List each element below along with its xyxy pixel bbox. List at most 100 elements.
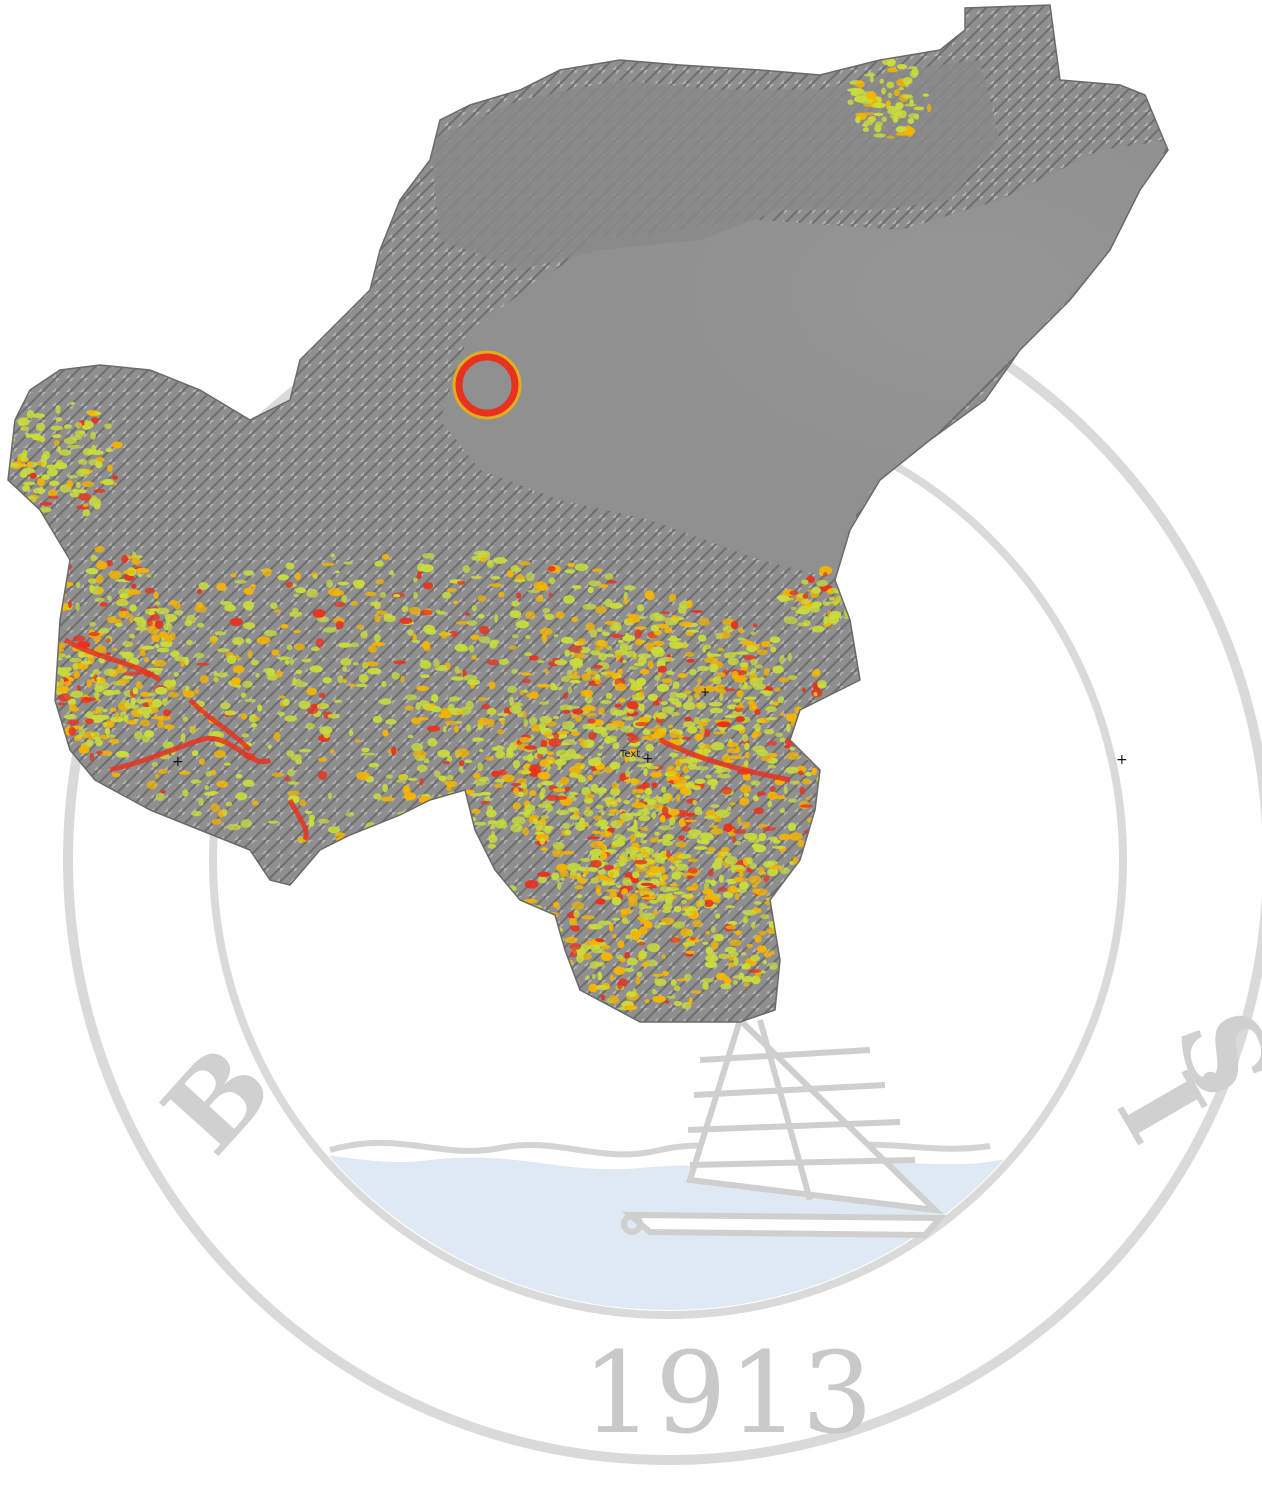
susceptibility-patch bbox=[520, 770, 532, 775]
susceptibility-patch bbox=[368, 762, 380, 768]
susceptibility-patch bbox=[263, 629, 278, 637]
susceptibility-patch bbox=[67, 719, 80, 726]
susceptibility-patch bbox=[471, 808, 481, 814]
susceptibility-patch bbox=[601, 880, 608, 886]
susceptibility-patch bbox=[555, 758, 564, 763]
susceptibility-patch bbox=[266, 673, 278, 681]
susceptibility-patch bbox=[537, 871, 551, 877]
susceptibility-patch bbox=[740, 952, 747, 956]
susceptibility-patch bbox=[711, 940, 719, 950]
susceptibility-patch bbox=[111, 475, 119, 480]
susceptibility-patch bbox=[514, 958, 526, 967]
susceptibility-patch bbox=[733, 864, 745, 870]
susceptibility-patch bbox=[540, 959, 547, 963]
susceptibility-patch bbox=[411, 742, 423, 752]
susceptibility-patch bbox=[168, 691, 179, 698]
susceptibility-patch bbox=[668, 698, 680, 702]
susceptibility-patch bbox=[606, 646, 613, 651]
susceptibility-patch bbox=[686, 886, 696, 891]
susceptibility-patch bbox=[657, 623, 670, 629]
susceptibility-patch bbox=[654, 978, 667, 987]
susceptibility-patch bbox=[582, 873, 587, 878]
susceptibility-patch bbox=[564, 649, 570, 657]
susceptibility-patch bbox=[68, 444, 81, 449]
susceptibility-patch bbox=[374, 560, 384, 567]
susceptibility-patch bbox=[837, 577, 852, 583]
susceptibility-patch bbox=[358, 673, 369, 683]
susceptibility-patch bbox=[419, 778, 424, 786]
susceptibility-patch bbox=[419, 660, 432, 669]
susceptibility-patch bbox=[449, 799, 456, 804]
susceptibility-patch bbox=[702, 981, 709, 990]
susceptibility-patch bbox=[695, 765, 709, 771]
susceptibility-patch bbox=[619, 643, 629, 652]
susceptibility-patch bbox=[539, 627, 553, 636]
susceptibility-patch bbox=[664, 627, 673, 634]
susceptibility-patch bbox=[579, 857, 591, 863]
susceptibility-patch bbox=[837, 778, 850, 785]
susceptibility-patch bbox=[526, 692, 538, 699]
susceptibility-patch bbox=[902, 94, 913, 99]
susceptibility-patch bbox=[590, 783, 599, 793]
susceptibility-patch bbox=[57, 445, 61, 453]
susceptibility-patch bbox=[529, 716, 538, 726]
susceptibility-patch bbox=[875, 121, 883, 127]
susceptibility-patch bbox=[684, 651, 695, 657]
susceptibility-patch bbox=[611, 917, 621, 921]
susceptibility-patch bbox=[614, 683, 627, 692]
susceptibility-patch bbox=[624, 967, 635, 973]
susceptibility-patch bbox=[617, 668, 623, 675]
susceptibility-patch bbox=[270, 602, 278, 610]
susceptibility-patch bbox=[705, 774, 712, 779]
susceptibility-patch bbox=[775, 732, 784, 737]
susceptibility-patch bbox=[373, 826, 387, 835]
susceptibility-patch bbox=[109, 707, 117, 712]
susceptibility-patch bbox=[650, 771, 663, 778]
susceptibility-patch bbox=[0, 461, 8, 466]
susceptibility-patch bbox=[119, 593, 128, 599]
susceptibility-patch bbox=[169, 599, 177, 606]
susceptibility-patch bbox=[754, 664, 764, 669]
susceptibility-patch bbox=[622, 659, 627, 664]
susceptibility-patch bbox=[597, 753, 602, 757]
susceptibility-patch bbox=[763, 729, 775, 735]
susceptibility-patch bbox=[111, 441, 123, 449]
susceptibility-patch bbox=[710, 785, 716, 790]
susceptibility-patch bbox=[147, 698, 153, 707]
susceptibility-patch bbox=[35, 422, 46, 432]
susceptibility-patch bbox=[335, 621, 344, 629]
susceptibility-patch bbox=[681, 912, 693, 916]
susceptibility-patch bbox=[458, 766, 464, 773]
susceptibility-patch bbox=[494, 778, 505, 783]
susceptibility-patch bbox=[161, 698, 169, 706]
susceptibility-patch bbox=[546, 751, 555, 756]
susceptibility-patch bbox=[687, 858, 699, 863]
susceptibility-patch bbox=[597, 869, 607, 875]
susceptibility-patch bbox=[210, 636, 217, 645]
susceptibility-patch bbox=[620, 851, 628, 861]
susceptibility-patch bbox=[710, 926, 716, 933]
susceptibility-patch bbox=[567, 686, 572, 694]
susceptibility-patch bbox=[725, 905, 736, 909]
susceptibility-patch bbox=[244, 698, 256, 703]
susceptibility-patch bbox=[491, 770, 501, 778]
susceptibility-patch bbox=[587, 718, 596, 724]
susceptibility-patch bbox=[242, 779, 255, 787]
susceptibility-patch bbox=[713, 731, 727, 735]
susceptibility-patch bbox=[623, 799, 631, 805]
susceptibility-patch bbox=[708, 869, 714, 877]
susceptibility-patch bbox=[801, 579, 809, 585]
susceptibility-patch bbox=[718, 688, 726, 695]
susceptibility-patch bbox=[287, 769, 295, 777]
susceptibility-patch bbox=[795, 609, 808, 615]
susceptibility-patch bbox=[806, 575, 815, 584]
susceptibility-patch bbox=[553, 715, 559, 720]
susceptibility-patch bbox=[85, 420, 94, 429]
susceptibility-patch bbox=[102, 478, 114, 486]
susceptibility-patch bbox=[184, 685, 190, 692]
susceptibility-patch bbox=[512, 759, 521, 769]
susceptibility-patch bbox=[533, 981, 538, 989]
susceptibility-patch bbox=[785, 766, 799, 774]
susceptibility-patch bbox=[107, 464, 113, 473]
susceptibility-patch bbox=[123, 651, 134, 660]
